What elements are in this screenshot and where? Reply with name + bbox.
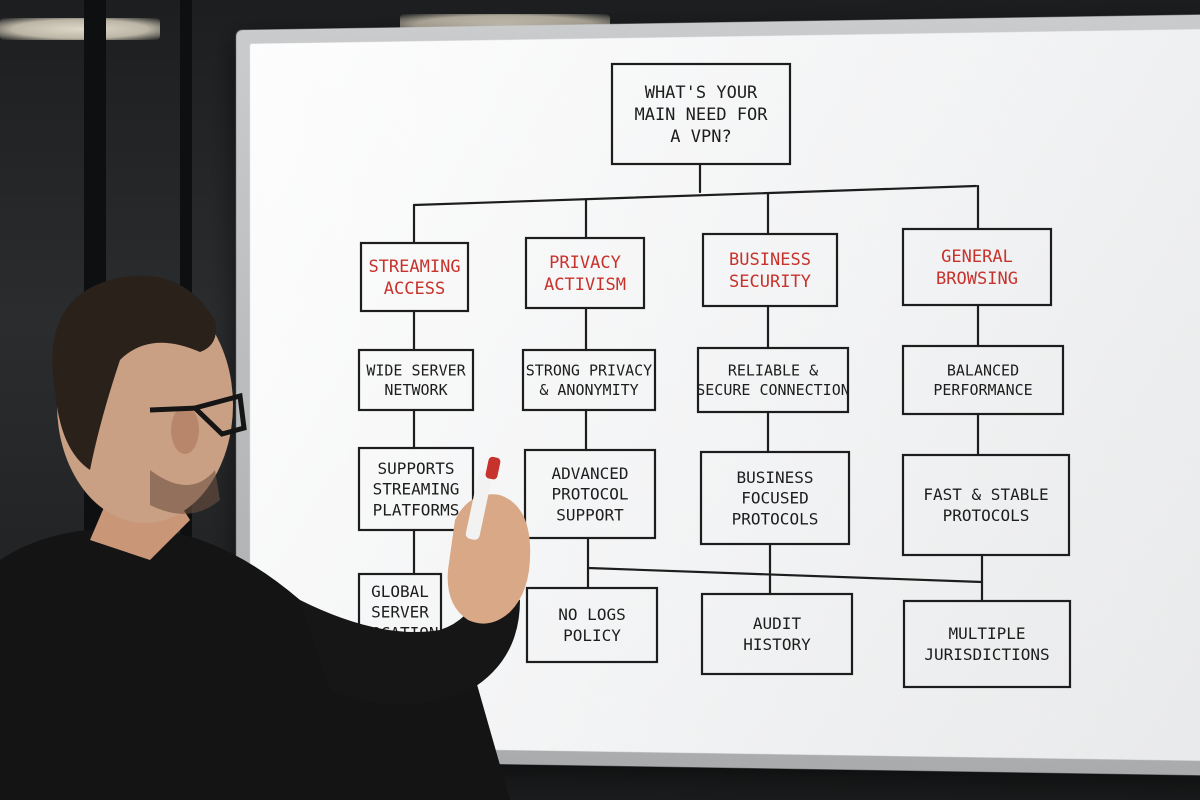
category-box-3-label: GENERAL [941,247,1013,267]
level2-box-1-border [523,448,657,540]
root-question-box-label: A VPN? [670,127,731,147]
level2-box-2-border [699,450,851,546]
category-box-3-label: BROWSING [936,269,1018,289]
level3-box-2-label: HISTORY [743,635,811,654]
level3-box-1-label: POLICY [563,626,621,645]
root-question-box-label: MAIN NEED FOR [634,105,768,125]
level3-box-1: NO LOGS POLICY [525,586,659,664]
level3-box-3: MULTIPLE JURISDICTIONS [902,599,1072,689]
level3-box-3-label: JURISDICTIONS [924,645,1049,664]
level3-box-2-border [700,592,854,676]
level1-box-2-label: SECURE CONNECTION [696,381,850,399]
category-box-1-label: PRIVACY [549,253,621,273]
root-question-box-label: WHAT'S YOUR [645,83,758,103]
level1-box-1-border [521,348,657,412]
root-question-box-border [610,62,792,166]
branch-bar-line [412,184,978,207]
level1-box-0-border [357,348,475,412]
category-box-2-border [701,232,839,308]
level1-box-2-border [696,346,850,414]
level3-box-1-border [525,586,659,664]
level2-box-3: FAST & STABLE PROTOCOLS [901,453,1071,557]
level1-box-1-label: & ANONYMITY [539,381,638,399]
level2-box-3-label: FAST & STABLE [923,485,1048,504]
level3-box-2: AUDIT HISTORY [700,592,854,676]
category-box-0-label: ACCESS [384,279,445,299]
level2-box-1-label: ADVANCED [551,464,628,483]
level1-box-3-label: PERFORMANCE [933,381,1032,399]
level2-box-0-label: STREAMING [373,480,460,499]
level2-box-2-label: PROTOCOLS [732,509,819,528]
level2-box-2-label: BUSINESS [736,468,813,487]
level2-box-1-label: PROTOCOL [551,485,628,504]
level3-box-0-label: LOCATION [361,623,438,642]
level2-box-0-label: PLATFORMS [373,500,460,519]
level1-box-0-label: NETWORK [384,381,447,399]
level1-box-2: RELIABLE &SECURE CONNECTION [696,346,850,414]
bottom-bar-line [586,566,984,584]
category-box-0-label: STREAMING [368,257,460,277]
level3-box-3-border [902,599,1072,689]
level2-box-0-label: SUPPORTS [377,459,454,478]
level1-box-2-label: RELIABLE & [728,362,818,380]
category-box-0-border [359,241,470,313]
level1-box-1: STRONG PRIVACY& ANONYMITY [521,348,657,412]
level3-box-0-label: SERVER [371,603,429,622]
level3-box-3-label: MULTIPLE [948,624,1025,643]
level1-box-1-label: STRONG PRIVACY [526,362,652,380]
level2-box-3-border [901,453,1071,557]
level2-box-3-label: PROTOCOLS [943,506,1030,525]
level1-box-0-label: WIDE SERVER [366,362,466,380]
level3-box-0-label: GLOBAL [371,582,429,601]
level3-box-2-label: AUDIT [753,614,802,633]
level1-box-3-border [901,344,1065,416]
level3-box-1-label: NO LOGS [558,605,625,624]
category-box-2-label: SECURITY [729,272,811,292]
connector-lines [412,162,984,603]
category-box-3-border [901,227,1053,307]
category-box-1-border [524,236,646,310]
ceiling-light [0,18,160,40]
category-box-1-label: ACTIVISM [544,275,626,295]
category-box-2-label: BUSINESS [729,250,811,270]
level1-box-3-label: BALANCED [947,362,1019,380]
level2-box-1-label: SUPPORT [556,505,624,524]
level2-box-2-label: FOCUSED [741,489,808,508]
